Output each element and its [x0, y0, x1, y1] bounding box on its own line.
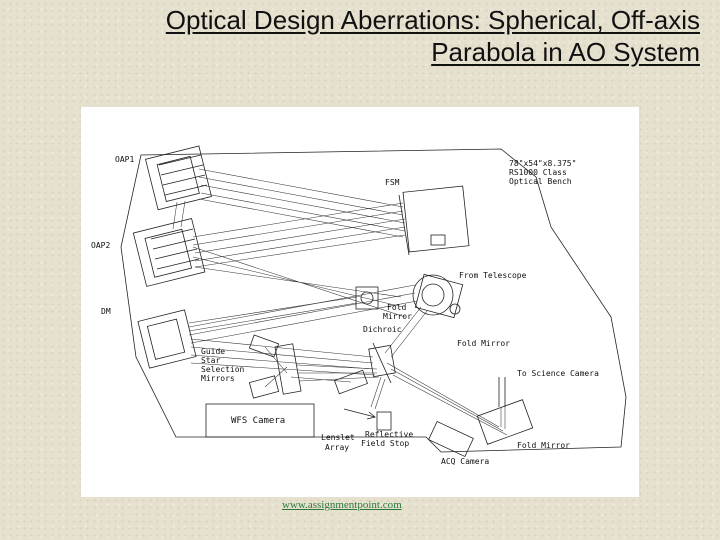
- label-fsm: FSM: [385, 178, 400, 187]
- bench-outline: [120, 148, 627, 453]
- science-camera-path: [498, 377, 506, 407]
- label-guide-line-2: Star: [201, 356, 221, 365]
- footer-link[interactable]: www.assignmentpoint.com: [282, 499, 402, 511]
- field-stop: [376, 411, 392, 431]
- wfs-camera-box: [205, 403, 315, 438]
- label-fold-mirror-top-line-2: Mirror: [383, 312, 412, 321]
- label-dichroic: Dichroic: [363, 325, 402, 334]
- label-to-science-camera: To Science Camera: [517, 369, 599, 378]
- label-guide-line-4: Mirrors: [201, 374, 235, 383]
- guide-star-mirrors: [248, 334, 369, 399]
- label-from-telescope: From Telescope: [459, 271, 527, 280]
- label-oap1: OAP1: [115, 155, 135, 164]
- lenslet-array: [343, 408, 376, 418]
- label-acq-camera: ACQ Camera: [441, 457, 490, 466]
- acq-camera: [428, 420, 474, 458]
- label-bench-line-3: Optical Bench: [509, 177, 572, 186]
- label-bench-line-1: 78"x54"x8.375": [509, 159, 577, 168]
- label-guide-line-3: Selection: [201, 365, 245, 374]
- label-field-stop-line-2: Field Stop: [361, 439, 410, 448]
- label-fold-mirror-top-line-1: Fold: [387, 303, 407, 312]
- slide-title: Optical Design Aberrations: Spherical, O…: [10, 4, 700, 68]
- label-lenslet-line-1: Lenslet: [321, 433, 355, 442]
- slide-title-line-1: Optical Design Aberrations: Spherical, O…: [165, 5, 700, 35]
- slide-title-line-2: Parabola in AO System: [431, 37, 700, 67]
- lenslet-arrow-head: [366, 411, 376, 420]
- label-fold-mirror-bottom: Fold Mirror: [517, 441, 570, 450]
- fsm-box: [398, 185, 470, 256]
- label-oap2: OAP2: [91, 241, 111, 250]
- label-fold-mirror-mid: Fold Mirror: [457, 339, 510, 348]
- fold-mirror-bottom: [476, 399, 534, 445]
- beam-paths: [172, 168, 508, 436]
- label-bench-line-2: RS1000 Class: [509, 168, 567, 177]
- optical-layout-diagram: OAP1 OAP2 DM FSM 78"x54"x8.375" RS1000 C…: [81, 107, 639, 497]
- label-wfs-camera: WFS Camera: [231, 416, 286, 426]
- dm-mount: [137, 309, 197, 369]
- optical-layout-drawing: [120, 145, 627, 458]
- oap2-mount: [132, 218, 206, 287]
- label-guide-line-1: Guide: [201, 347, 226, 356]
- oap1-mount: [145, 145, 212, 211]
- label-field-stop-line-1: Reflective: [365, 430, 414, 439]
- telescope-input-assembly: [412, 273, 464, 319]
- label-lenslet-line-2: Array: [325, 443, 350, 452]
- label-dm: DM: [101, 307, 111, 316]
- fold-mirror-top-box: [355, 286, 379, 310]
